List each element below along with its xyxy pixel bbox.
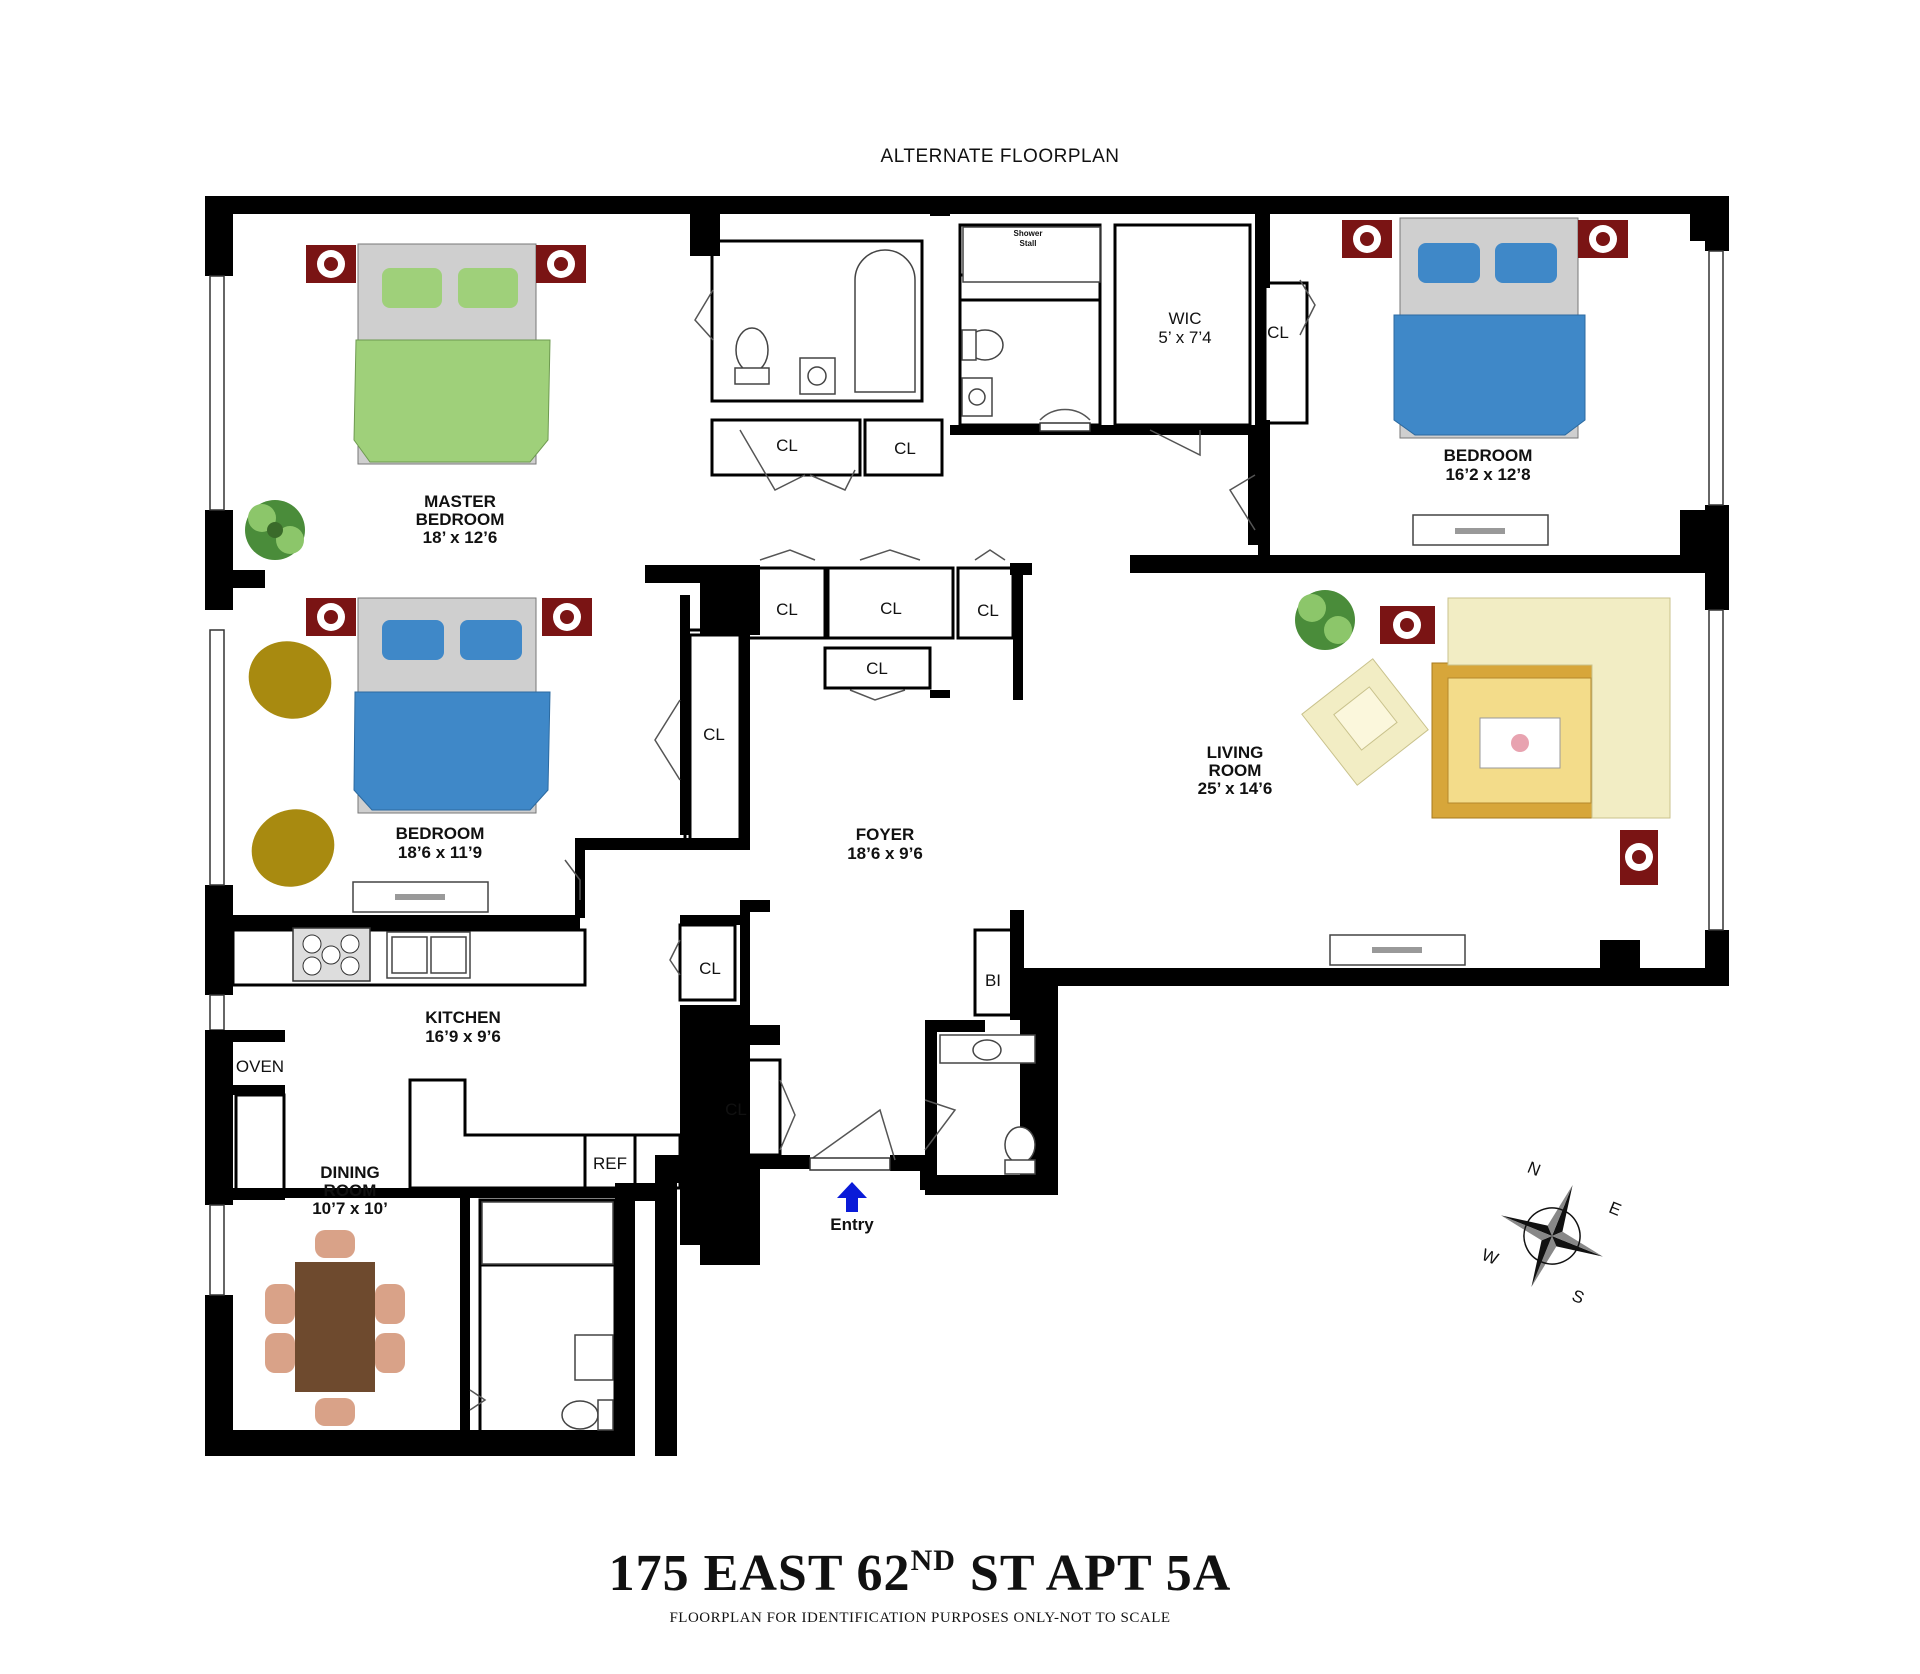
living-room-dims: 25’ x 14’6 [1198, 779, 1273, 798]
foyer-dims: 18’6 x 9’6 [847, 844, 923, 863]
shower-label: Shower [1014, 229, 1043, 238]
plant-icon [245, 500, 305, 560]
bedroom-w-dims: 18’6 x 11’9 [398, 843, 482, 862]
bedroom-ne-dims: 16’2 x 12’8 [1445, 465, 1530, 484]
entry-arrow-icon [837, 1182, 867, 1212]
master-bedroom-label-2: BEDROOM [416, 510, 505, 529]
master-bedroom-label: MASTER [424, 492, 496, 511]
closet-label: CL [699, 959, 721, 978]
bedroom-ne-label: BEDROOM [1444, 446, 1533, 465]
dining-room-label-2: ROOM [324, 1181, 377, 1200]
living-room-label-2: ROOM [1209, 761, 1262, 780]
compass-icon [1501, 1185, 1603, 1287]
fixtures [292, 226, 1549, 1431]
dining-room-dims: 10’7 x 10’ [312, 1199, 388, 1218]
kitchen-dims: 16’9 x 9’6 [425, 1027, 501, 1046]
compass-s: S [1569, 1286, 1587, 1308]
disclaimer: FLOORPLAN FOR IDENTIFICATION PURPOSES ON… [669, 1610, 1170, 1626]
closet-label: CL [776, 436, 798, 455]
dining-room-label: DINING [320, 1163, 380, 1182]
furniture [245, 217, 1671, 1426]
entry-marker: Entry [830, 1182, 874, 1234]
living-room-label: LIVING [1207, 743, 1264, 762]
compass-e: E [1606, 1198, 1624, 1220]
foyer-label: FOYER [856, 825, 915, 844]
closet-label: CL [880, 599, 902, 618]
bedroom-w-label: BEDROOM [396, 824, 485, 843]
address-part-2: ST APT 5A [956, 1545, 1231, 1602]
kitchen-label: KITCHEN [425, 1008, 501, 1027]
shower-label-2: Stall [1020, 239, 1037, 248]
doors [469, 279, 1316, 1411]
address-part-1: 175 EAST 62 [609, 1545, 911, 1602]
wic-dims: 5’ x 7’4 [1158, 328, 1211, 347]
plan-header: ALTERNATE FLOORPLAN [881, 146, 1120, 167]
closet-label: CL [977, 601, 999, 620]
oven-label: OVEN [236, 1057, 284, 1076]
wic-label: WIC [1168, 309, 1201, 328]
closet-label: CL [725, 1100, 747, 1119]
entry-label: Entry [830, 1215, 874, 1234]
closet-label: CL [894, 439, 916, 458]
address-title: 175 EAST 62ND ST APT 5A [609, 1544, 1232, 1602]
nightstand [306, 245, 586, 283]
closet-label: CL [776, 600, 798, 619]
closet-label: CL [1267, 323, 1289, 342]
bi-label: BI [985, 971, 1001, 990]
compass-n: N [1525, 1158, 1544, 1180]
compass-w: W [1479, 1245, 1501, 1269]
closet-label: CL [703, 725, 725, 744]
room-labels: MASTER BEDROOM 18’ x 12’6 BEDROOM 16’2 x… [236, 229, 1532, 1218]
ref-label: REF [593, 1154, 627, 1173]
closet-label: CL [866, 659, 888, 678]
address-superscript: ND [911, 1544, 956, 1577]
master-bedroom-dims: 18’ x 12’6 [423, 528, 498, 547]
